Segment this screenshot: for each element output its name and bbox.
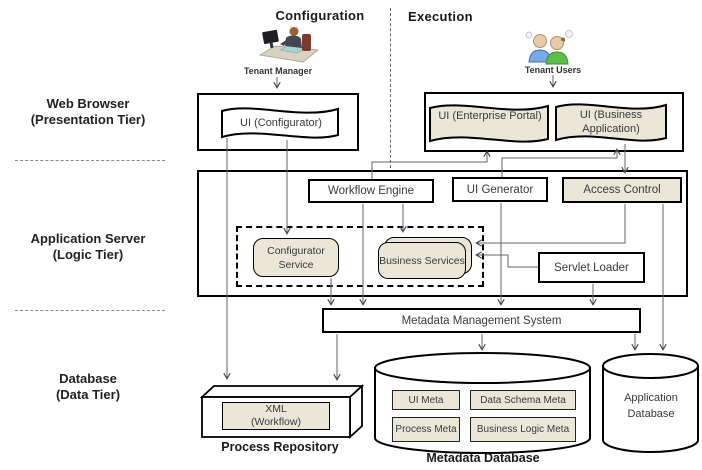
ui-enterprise-portal-label: UI (Enterprise Portal)	[438, 110, 542, 122]
application-server-container	[197, 170, 688, 297]
arrow-ui-generator-to-business-application	[501, 148, 621, 177]
ui-meta-node: UI Meta	[392, 390, 460, 410]
ui-flag-shapes	[221, 103, 667, 143]
metadata-management-system-node: Metadata Management System	[322, 308, 641, 333]
presentation-tier-line1: Web Browser	[46, 96, 130, 111]
presentation-tier-label: Web Browser (Presentation Tier)	[8, 96, 168, 128]
business-logic-meta-node: Business Logic Meta	[470, 417, 576, 442]
arrow-servlet-loader-to-business-services	[475, 251, 538, 268]
ui-business-application-flag-icon	[555, 103, 667, 142]
ui-generator-node: UI Generator	[452, 177, 548, 202]
configurator-service-node: Configurator Service	[253, 238, 339, 277]
data-tier-line1: Database	[59, 371, 117, 386]
process-repository-label: Process Repository	[221, 440, 339, 454]
access-control-node: Access Control	[562, 177, 682, 203]
application-database-label: Application Database	[624, 392, 678, 420]
execution-column-label: Execution	[408, 9, 473, 24]
tier-divider-presentation-logic	[15, 160, 165, 161]
ui-enterprise-portal-flag-icon	[429, 104, 549, 143]
arrow-workflow-engine-to-enterprise-portal	[371, 150, 491, 179]
data-tier-line2: (Data Tier)	[55, 387, 121, 402]
data-schema-meta-node: Data Schema Meta	[470, 390, 576, 410]
services-dashed-group	[236, 226, 484, 287]
ui-configurator-label: UI (Configurator)	[240, 117, 322, 129]
tier-divider-logic-data	[15, 310, 165, 311]
ui-business-application-label: UI (Business Application)	[579, 109, 643, 135]
logic-tier-line1: Application Server	[30, 231, 146, 246]
configuration-column-label: Configuration	[275, 8, 365, 23]
presentation-tier-line2: (Presentation Tier)	[30, 112, 146, 127]
xml-workflow-node: XML (Workflow)	[222, 402, 330, 430]
arrow-access-control-to-business-services	[475, 204, 626, 247]
browser-execution-container	[424, 92, 684, 152]
tenant-users-icon	[525, 30, 573, 65]
tenant-users-label: Tenant Users	[524, 65, 582, 75]
browser-configuration-container	[197, 93, 359, 151]
logic-tier-line2: (Logic Tier)	[52, 247, 124, 262]
tenant-manager-icon	[258, 25, 320, 63]
connector-arrows	[223, 75, 667, 381]
process-meta-node: Process Meta	[392, 417, 460, 442]
ui-configurator-flag-icon	[221, 107, 339, 139]
configuration-execution-divider	[390, 8, 391, 168]
application-database-cylinder-icon	[602, 353, 699, 453]
workflow-engine-node: Workflow Engine	[308, 179, 434, 203]
xml-workflow-text: XML (Workflow)	[251, 403, 301, 428]
business-services-node: Business Services	[378, 242, 466, 279]
tenant-manager-label: Tenant Manager	[243, 66, 313, 76]
servlet-loader-node: Servlet Loader	[538, 252, 645, 283]
data-tier-label: Database (Data Tier)	[8, 371, 168, 403]
metadata-database-label: Metadata Database	[426, 451, 540, 465]
logic-tier-label: Application Server (Logic Tier)	[8, 231, 168, 263]
